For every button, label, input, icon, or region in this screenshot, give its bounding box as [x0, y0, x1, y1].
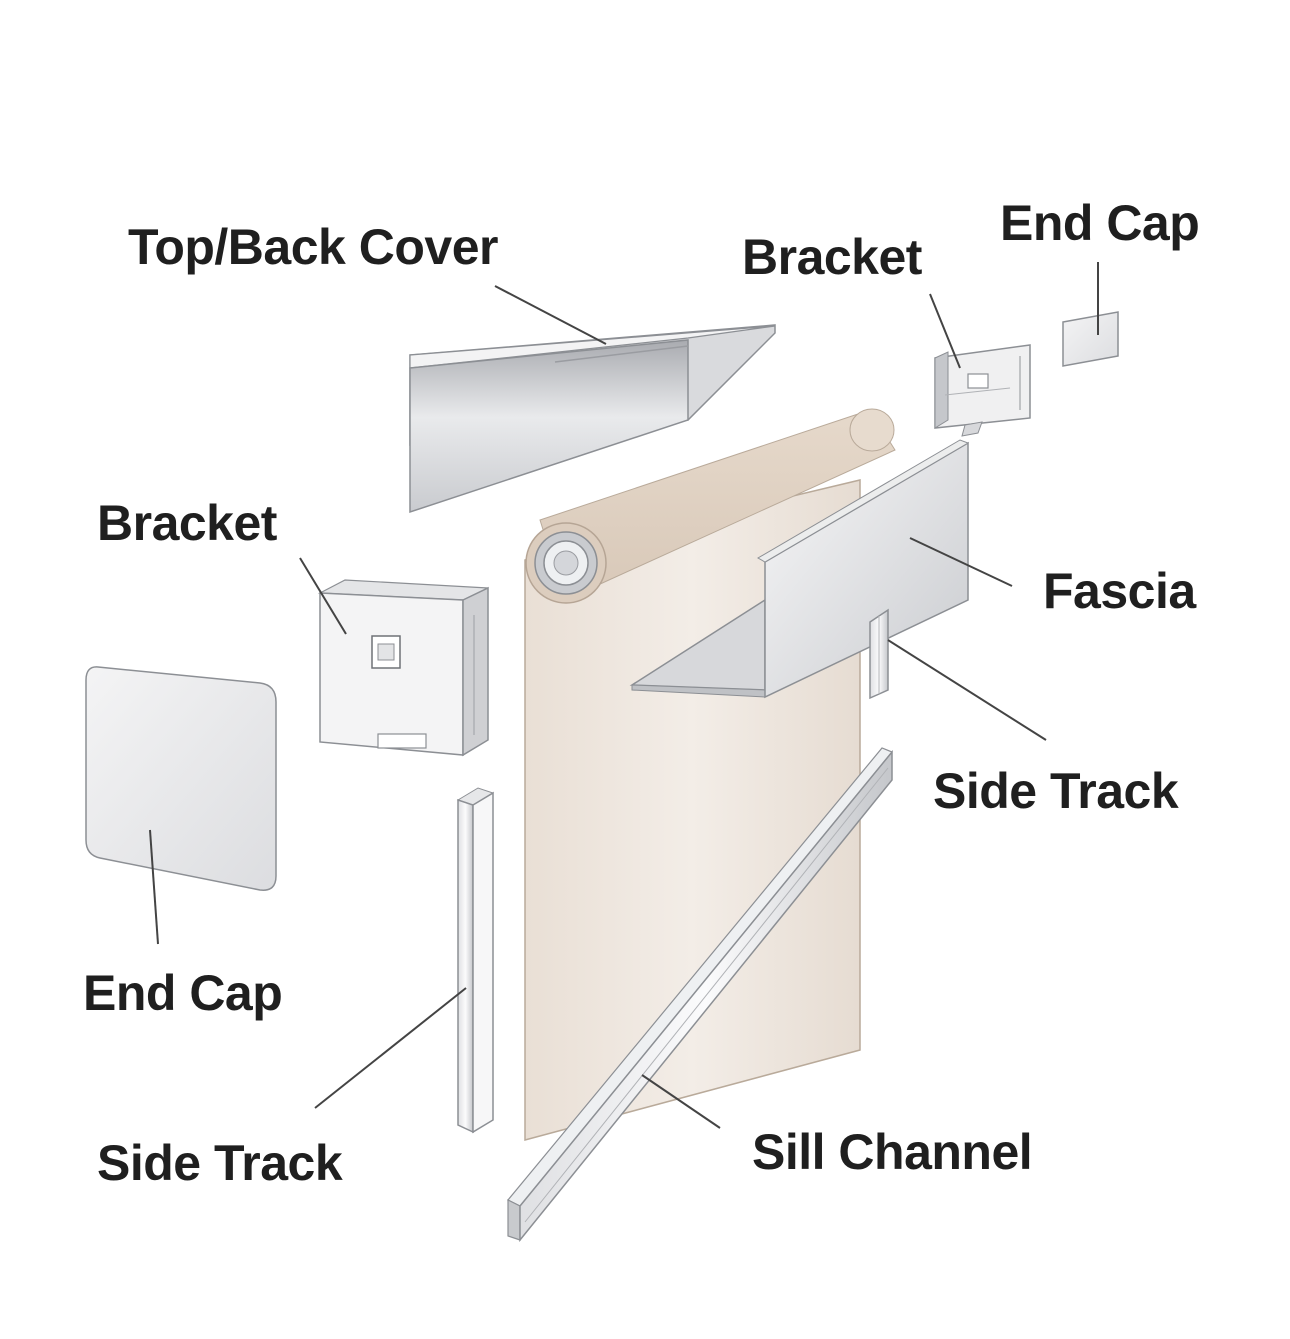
side-track-left-part: [456, 787, 495, 1134]
label-end-cap-left: End Cap: [83, 965, 283, 1021]
bracket-left-part: [317, 579, 489, 757]
leader-lines: [149, 262, 1099, 1129]
label-bracket-right: Bracket: [742, 229, 922, 285]
end-cap-left-part: [85, 666, 277, 891]
end-cap-right-part: [1062, 311, 1119, 367]
leader-bracket-left: [299, 557, 347, 635]
top-back-cover-part: [409, 324, 776, 514]
label-side-track-right: Side Track: [933, 763, 1179, 819]
label-top-back-cover: Top/Back Cover: [128, 219, 498, 275]
leader-side-track-right: [887, 639, 1047, 741]
leader-sill-channel: [641, 1074, 721, 1129]
side-track-right-part: [869, 608, 889, 700]
fascia-part: [629, 439, 970, 699]
leader-end-cap-left: [149, 829, 159, 945]
leader-fascia: [909, 537, 1013, 587]
leader-bracket-right: [929, 293, 961, 369]
sill-channel-part: [507, 747, 893, 1243]
bracket-right-part: [934, 344, 1031, 437]
leader-top-back-cover: [494, 285, 607, 345]
label-bracket-left: Bracket: [97, 495, 277, 551]
leader-side-track-left: [314, 987, 467, 1109]
label-end-cap-right: End Cap: [1000, 195, 1200, 251]
label-sill-channel: Sill Channel: [752, 1124, 1033, 1180]
label-side-track-left: Side Track: [97, 1135, 343, 1191]
label-fascia: Fascia: [1043, 563, 1196, 619]
